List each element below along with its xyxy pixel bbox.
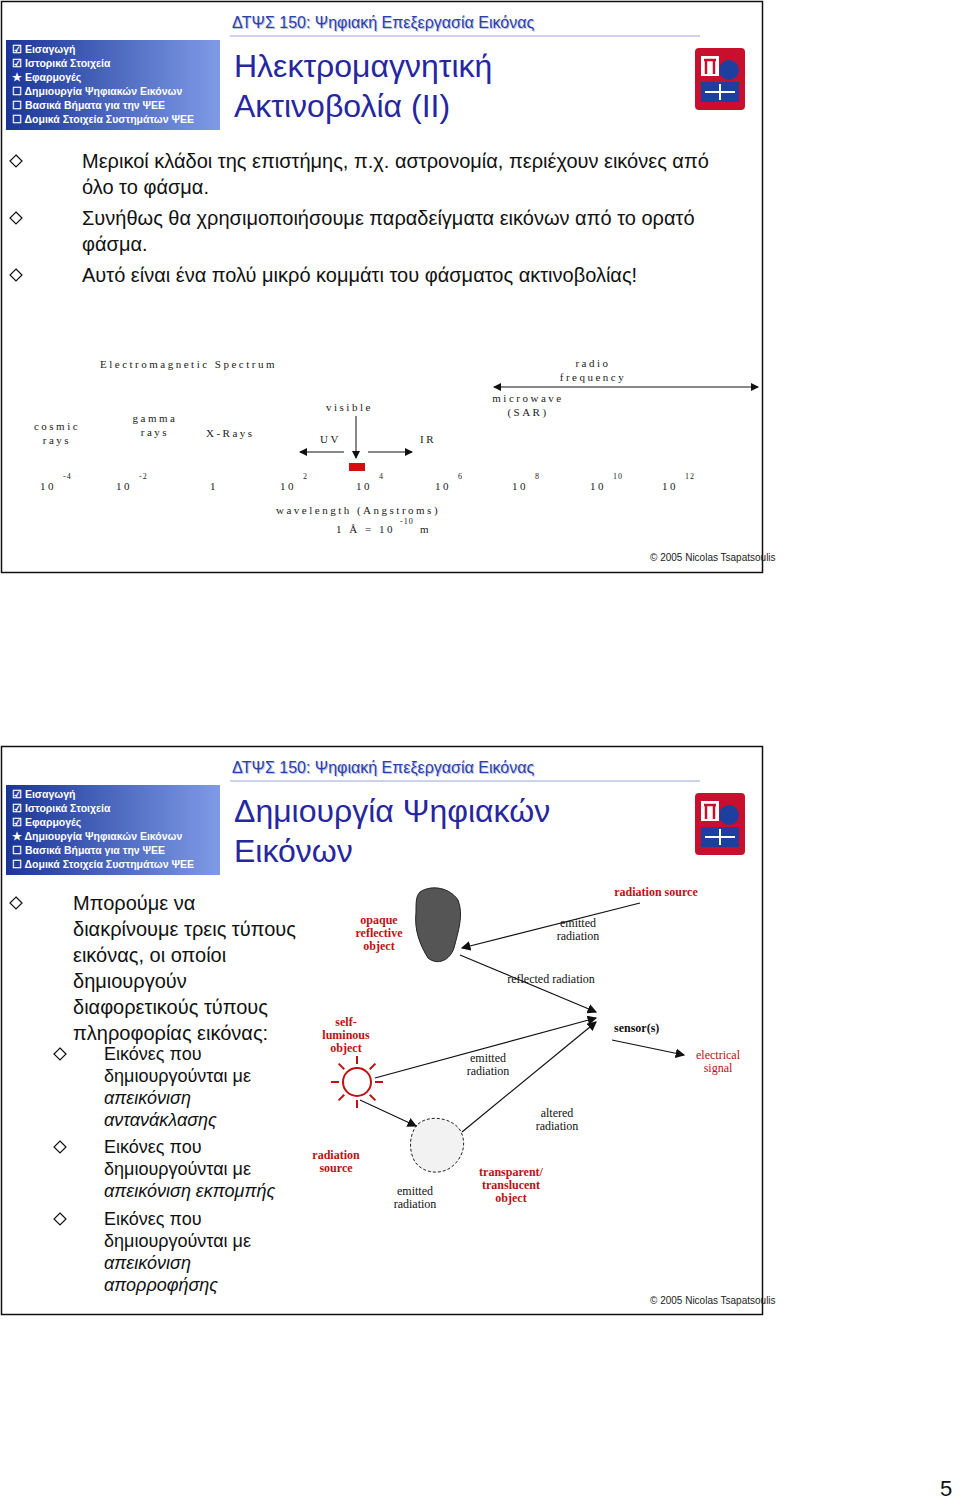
menu-item: ☑ Ιστορικά Στοιχεία [12,57,110,70]
spectrum-label: 10 [356,480,372,492]
spectrum-label: 10 [280,480,296,492]
exponent: -4 [63,472,72,481]
bullet-text: Μπορούμε να διακρίνουμε τρεις τύπους εικ… [73,890,301,1046]
spectrum-label: 10 [116,480,132,492]
exponent: -10 [400,517,414,526]
sun-ray [331,1081,339,1083]
bullet-text: Μερικοί κλάδοι της επιστήμης, π.χ. αστρο… [82,148,722,200]
copyright: © 2005 Nicolas Tsapatsoulis [650,1295,776,1306]
object-label: radiation source [606,886,706,899]
sun-ray [356,1100,358,1108]
exponent: 10 [613,472,623,481]
radiation-label: emitted radiation [384,1185,446,1211]
spectrum-label: visible [326,401,373,413]
copyright: © 2005 Nicolas Tsapatsoulis [650,552,776,563]
radiation-label: reflected radiation [496,973,606,986]
slide-title: Ηλεκτρομαγνητική Ακτινοβολία (ΙΙ) [234,46,654,126]
menu-item: ★ Εφαρμογές [12,71,81,84]
exponent: 12 [685,472,695,481]
sub-bullet-italic: απεικόνιση αντανάκλασης [104,1087,279,1131]
spectrum-label: IR [420,433,436,445]
spectrum-label: UV [320,433,341,445]
spectrum-label: wavelength (Angstroms) [276,504,440,516]
sub-bullet: Εικόνες που δημιουργούνται με [104,1043,279,1087]
exponent: 8 [535,472,540,481]
course-header: ΔΤΨΣ 150: Ψηφιακή Επεξεργασία Εικόνας [232,14,534,32]
object-label: self-luminous object [316,1016,376,1055]
sun-ray [375,1081,383,1083]
menu-item: ☐ Δομικά Στοιχεία Συστημάτων ΨΕΕ [12,113,194,126]
radiation-label: emitted radiation [546,917,610,943]
page-number: 5 [940,1476,952,1501]
spectrum-label: X-Rays [206,427,255,439]
sun-ray [339,1064,345,1070]
sensor-label: sensor(s) [614,1021,659,1036]
sun-ray [370,1064,376,1070]
object-label: opaque reflective object [348,914,410,953]
menu-item: ☑ Εισαγωγή [12,43,75,56]
exponent: 6 [458,472,463,481]
exponent: -2 [139,472,148,481]
radiation-label: altered radiation [526,1107,588,1133]
spectrum-label: 1 [210,480,218,492]
menu-item: ☐ Βασικά Βήματα για την ΨΕΕ [12,844,165,857]
slide-title: Δημιουργία Ψηφιακών Εικόνων [234,791,614,871]
menu-item: ☑ Εισαγωγή [12,788,75,801]
sun-ray [370,1095,376,1101]
spectrum-label: 10 [662,480,678,492]
spectrum-label: m [420,523,431,535]
menu-item: ☐ Δημιουργία Ψηφιακών Εικόνων [12,85,182,98]
sub-bullet: Εικόνες που δημιουργούνται με [104,1136,279,1180]
exponent: 2 [303,472,308,481]
object-label: transparent/ translucent object [470,1166,552,1205]
sub-bullet-italic: απεικόνιση απορροφήσης [104,1252,279,1296]
spectrum-label: Electromagnetic Spectrum [100,358,277,370]
signal-label: electrical signal [688,1049,748,1075]
spectrum-label: 10 [512,480,528,492]
spectrum-label: 10 [435,480,451,492]
spectrum-label: gamma rays [116,411,194,439]
spectrum-label: 10 [40,480,56,492]
bullet-text: Αυτό είναι ένα πολύ μικρό κομμάτι του φά… [82,262,732,288]
spectrum-label: cosmic rays [18,419,96,447]
sub-bullet: Εικόνες που δημιουργούνται με [104,1208,279,1252]
radiation-label: emitted radiation [458,1052,518,1078]
spectrum-label: 10 [590,480,606,492]
menu-item: ☐ Δομικά Στοιχεία Συστημάτων ΨΕΕ [12,858,194,871]
menu-item: ☑ Εφαρμογές [12,816,81,829]
exponent: 4 [379,472,384,481]
spectrum-label: 1 Å = 10 [336,523,395,535]
sun-ray [356,1056,358,1064]
spectrum-label: microwave (SAR) [478,391,578,419]
menu-item: ★ Δημιουργία Ψηφιακών Εικόνων [12,830,182,843]
bullet-text: Συνήθως θα χρησιμοποιήσουμε παραδείγματα… [82,205,722,257]
sun-ray [339,1095,345,1101]
course-header: ΔΤΨΣ 150: Ψηφιακή Επεξεργασία Εικόνας [232,759,534,777]
sub-bullet-italic: απεικόνιση εκπομπής [104,1180,304,1202]
spectrum-label: radio frequency [548,356,638,384]
menu-item: ☐ Βασικά Βήματα για την ΨΕΕ [12,99,165,112]
menu-item: ☑ Ιστορικά Στοιχεία [12,802,110,815]
object-label: radiation source [305,1149,367,1175]
